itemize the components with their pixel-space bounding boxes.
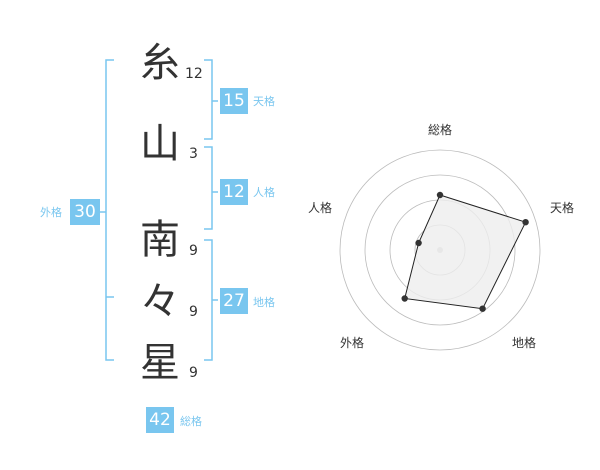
name-char-4: 々 [140,279,180,325]
soukaku-badge: 42 [146,407,174,433]
stroke-count-4: 9 [189,304,198,320]
radar-ring-4 [339,149,541,351]
name-char-2: 山 [140,121,180,167]
name-char-1: 糸 [140,40,180,86]
stroke-count-1: 12 [185,66,203,82]
gaikaku-badge: 30 [70,199,100,225]
tenkaku-label: 天格 [253,95,275,108]
radar-label-chikaku: 地格 [511,336,536,350]
tenkaku-badge: 15 [220,88,248,114]
chikaku-label: 地格 [253,296,275,309]
radar-label-soukaku: 総格 [427,123,452,137]
stroke-count-2: 3 [189,146,198,162]
name-char-5: 星 [140,340,180,386]
jinkaku-label: 人格 [253,186,275,199]
radar-point-soukaku [436,191,444,199]
radar-ring-3 [364,174,516,326]
radar-label-jinkaku: 人格 [307,201,332,215]
radar-point-tenkaku [522,219,529,226]
chikaku-badge: 27 [220,288,248,314]
stroke-count-5: 9 [189,365,198,381]
radar-label-gaikaku: 外格 [339,336,364,350]
radar-polygon [404,194,527,310]
stroke-count-3: 9 [189,243,198,259]
jinkaku-badge: 12 [220,179,248,205]
radar-point-gaikaku [401,295,408,302]
radar-label-tenkaku: 天格 [549,201,574,215]
soukaku-label: 総格 [180,415,202,428]
radar-point-jinkaku [415,239,422,247]
name-char-3: 南 [140,217,180,263]
radar-point-chikaku [479,305,486,312]
gaikaku-label: 外格 [40,206,62,219]
